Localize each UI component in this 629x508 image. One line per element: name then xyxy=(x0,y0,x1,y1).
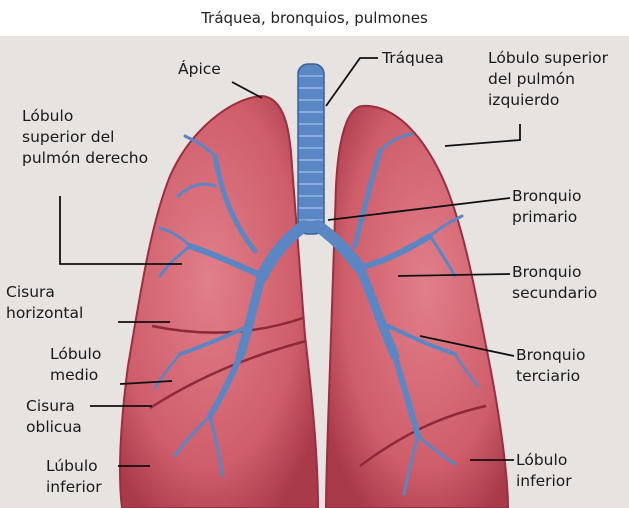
label-right-upper-lobe: Lóbulo superior del pulmón derecho xyxy=(22,106,148,169)
label-secondary-bronchus: Bronquio secundario xyxy=(512,262,597,304)
label-left-upper-lobe: Lóbulo superior del pulmón izquierdo xyxy=(488,48,608,111)
label-right-lower-lobe: Lúbulo inferior xyxy=(46,456,102,498)
page-title: Tráquea, bronquios, pulmones xyxy=(0,0,629,36)
label-trachea: Tráquea xyxy=(382,48,444,69)
label-primary-bronchus: Bronquio primario xyxy=(512,186,581,228)
label-horizontal-fissure: Cisura horizontal xyxy=(6,282,83,324)
label-tertiary-bronchus: Bronquio terciario xyxy=(516,345,585,387)
label-oblique-fissure: Cisura oblicua xyxy=(26,396,82,438)
label-middle-lobe: Lóbulo medio xyxy=(50,344,101,386)
lungs-diagram: Ápice Tráquea Lóbulo superior del pulmón… xyxy=(0,36,629,508)
label-apex: Ápice xyxy=(178,59,221,80)
label-left-lower-lobe: Lóbulo inferior xyxy=(516,450,572,492)
